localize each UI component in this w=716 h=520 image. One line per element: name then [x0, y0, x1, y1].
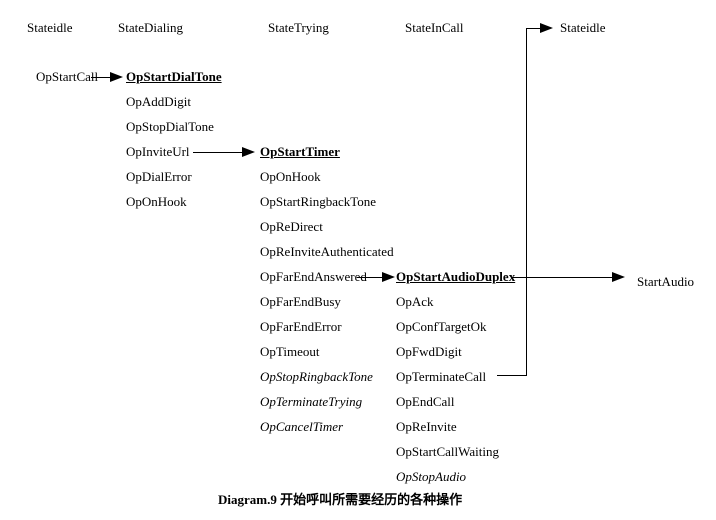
op-item: OpStopRingbackTone	[260, 369, 373, 384]
op-item: OpTerminateTrying	[260, 394, 363, 409]
arrowhead-icon	[612, 272, 625, 282]
op-item: OpInviteUrl	[126, 144, 190, 159]
op-item: OpStartDialTone	[126, 69, 222, 84]
op-item: OpFarEndError	[260, 319, 342, 334]
op-item: OpCancelTimer	[260, 419, 344, 434]
op-item: OpFarEndBusy	[260, 294, 341, 309]
op-item: OpStartTimer	[260, 144, 340, 159]
op-item: OpEndCall	[396, 394, 455, 409]
op-item: OpTimeout	[260, 344, 320, 359]
op-item: OpOnHook	[126, 194, 187, 209]
state-label-dialing: StateDialing	[118, 20, 183, 35]
op-item: OpStopDialTone	[126, 119, 214, 134]
connector-terminatecall-vline	[526, 28, 527, 376]
op-item: OpFwdDigit	[396, 344, 462, 359]
arrowhead-icon	[540, 23, 553, 33]
arrowhead-icon	[242, 147, 255, 157]
op-item: OpStopAudio	[396, 469, 467, 484]
op-item: OpReInvite	[396, 419, 457, 434]
result-label: StartAudio	[637, 274, 695, 289]
connector-startcall-line	[91, 77, 111, 78]
state-label-idle-left: Stateidle	[27, 20, 73, 35]
state-label-incall: StateInCall	[405, 20, 464, 35]
arrowhead-icon	[382, 272, 395, 282]
trigger-label: OpStartCall	[36, 69, 99, 84]
state-label-idle-right: Stateidle	[560, 20, 606, 35]
connector-terminatecall-hline	[497, 375, 527, 376]
connector-startaudio-line	[511, 277, 612, 278]
op-item: OpFarEndAnswered	[260, 269, 367, 284]
arrowhead-icon	[110, 72, 123, 82]
op-item: OpStartCallWaiting	[396, 444, 499, 459]
op-item: OpReInviteAuthenticated	[260, 244, 394, 259]
op-item: OpDialError	[126, 169, 192, 184]
connector-farendanswered-line	[357, 277, 382, 278]
op-item: OpAddDigit	[126, 94, 191, 109]
diagram-caption: Diagram.9 开始呼叫所需要经历的各种操作	[218, 492, 463, 507]
connector-terminatecall-topline	[526, 28, 540, 29]
op-item: OpStartAudioDuplex	[396, 269, 516, 284]
state-label-trying: StateTrying	[268, 20, 329, 35]
op-item: OpOnHook	[260, 169, 321, 184]
op-item: OpStartRingbackTone	[260, 194, 377, 209]
op-item: OpAck	[396, 294, 434, 309]
op-item: OpTerminateCall	[396, 369, 487, 384]
op-item: OpReDirect	[260, 219, 323, 234]
op-item: OpConfTargetOk	[396, 319, 487, 334]
connector-inviteurl-line	[193, 152, 242, 153]
